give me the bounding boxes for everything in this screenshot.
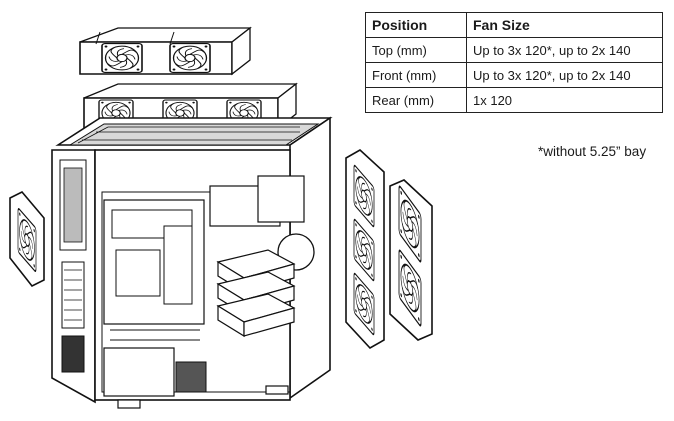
row-fan-size: 1x 120 xyxy=(466,87,663,113)
row-fan-size: Up to 3x 120*, up to 2x 140 xyxy=(466,37,663,63)
table-row: Top (mm) Up to 3x 120*, up to 2x 140 xyxy=(365,37,663,63)
row-fan-size: Up to 3x 120*, up to 2x 140 xyxy=(466,62,663,88)
front-fan-stack-b xyxy=(389,179,433,341)
row-position: Rear (mm) xyxy=(365,87,467,113)
rear-fan xyxy=(9,191,45,288)
fan-size-table: Position Fan Size Top (mm) Up to 3x 120*… xyxy=(365,12,663,113)
footnote: *without 5.25” bay xyxy=(538,144,647,159)
header-fan-size: Fan Size xyxy=(466,12,663,38)
table-header-row: Position Fan Size xyxy=(365,12,663,38)
row-position: Top (mm) xyxy=(365,37,467,63)
header-position: Position xyxy=(365,12,467,38)
row-position: Front (mm) xyxy=(365,62,467,88)
front-fan-stack-a xyxy=(345,149,385,350)
pc-case xyxy=(51,116,333,409)
table-row: Rear (mm) 1x 120 xyxy=(365,87,663,113)
top-fan-pair xyxy=(79,26,252,76)
table-row: Front (mm) Up to 3x 120*, up to 2x 140 xyxy=(365,62,663,88)
